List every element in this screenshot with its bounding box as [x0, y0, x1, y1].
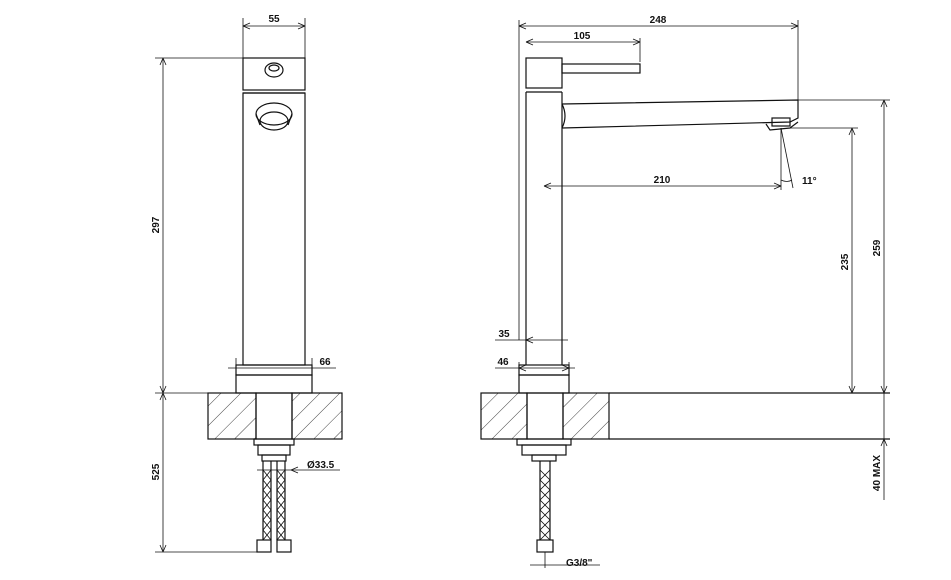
front-counter-hatch-right [291, 392, 343, 440]
front-hose-diameter-label: Ø33.5 [307, 460, 335, 471]
side-counter-thickness-label: 40 MAX [872, 455, 883, 491]
front-counter-hatch-left [207, 392, 257, 440]
side-fixing-nut [521, 444, 567, 456]
side-total-height-label: 259 [872, 239, 883, 256]
front-width-label: 55 [268, 14, 280, 25]
front-flexible-hoses [256, 461, 292, 553]
side-total-height-dimension: 259 [798, 99, 890, 394]
front-height-dimension: 297 [151, 57, 243, 394]
side-flexible-hose: G3/8" [530, 461, 600, 569]
front-below-counter-dimension: 525 [151, 392, 257, 553]
side-total-reach-dimension: 248 [518, 15, 799, 340]
front-lever-head [242, 57, 306, 91]
side-total-reach-label: 248 [650, 15, 667, 26]
side-spout-reach-label: 210 [654, 175, 671, 186]
side-mounting-shank [526, 392, 564, 440]
front-base-width-label: 66 [319, 357, 331, 368]
front-base-dimension: 66 [228, 357, 336, 369]
side-spout-reach-dimension: 210 [543, 175, 782, 190]
side-spout [561, 99, 799, 131]
side-counter-hatch-right [562, 392, 610, 440]
side-view: 248 105 [480, 15, 890, 569]
side-outlet-height-dimension: 235 [790, 127, 858, 394]
front-hose-diameter-dimension: Ø33.5 [257, 460, 340, 474]
side-lever [525, 57, 641, 93]
side-counter-thickness-dimension: 40 MAX [872, 393, 888, 500]
side-lever-reach-label: 105 [574, 31, 591, 42]
side-angle-dimension: 11° [780, 127, 817, 190]
front-lever-knob [264, 62, 284, 78]
front-width-dimension: 55 [242, 14, 306, 58]
side-outlet-height-label: 235 [840, 253, 851, 270]
side-base-diameter-dimension: 46 [495, 357, 575, 372]
front-fixing-nut [257, 444, 291, 456]
side-base-ring [518, 364, 570, 376]
side-angle-label: 11° [802, 176, 817, 187]
side-connection-label: G3/8" [566, 558, 593, 569]
front-view: 55 66 [151, 14, 343, 553]
side-body-diameter-dimension: 35 [495, 329, 568, 344]
front-body [242, 92, 306, 366]
front-below-counter-label: 525 [151, 463, 162, 480]
front-mounting-shank [255, 392, 293, 440]
front-aerator [255, 102, 293, 131]
front-base-ring [235, 364, 313, 376]
side-counter-hatch-left [480, 392, 528, 440]
side-lever-reach-dimension: 105 [525, 31, 641, 62]
side-body-diameter-label: 35 [498, 329, 510, 340]
front-height-label: 297 [151, 216, 162, 233]
side-base-diameter-label: 46 [497, 357, 509, 368]
